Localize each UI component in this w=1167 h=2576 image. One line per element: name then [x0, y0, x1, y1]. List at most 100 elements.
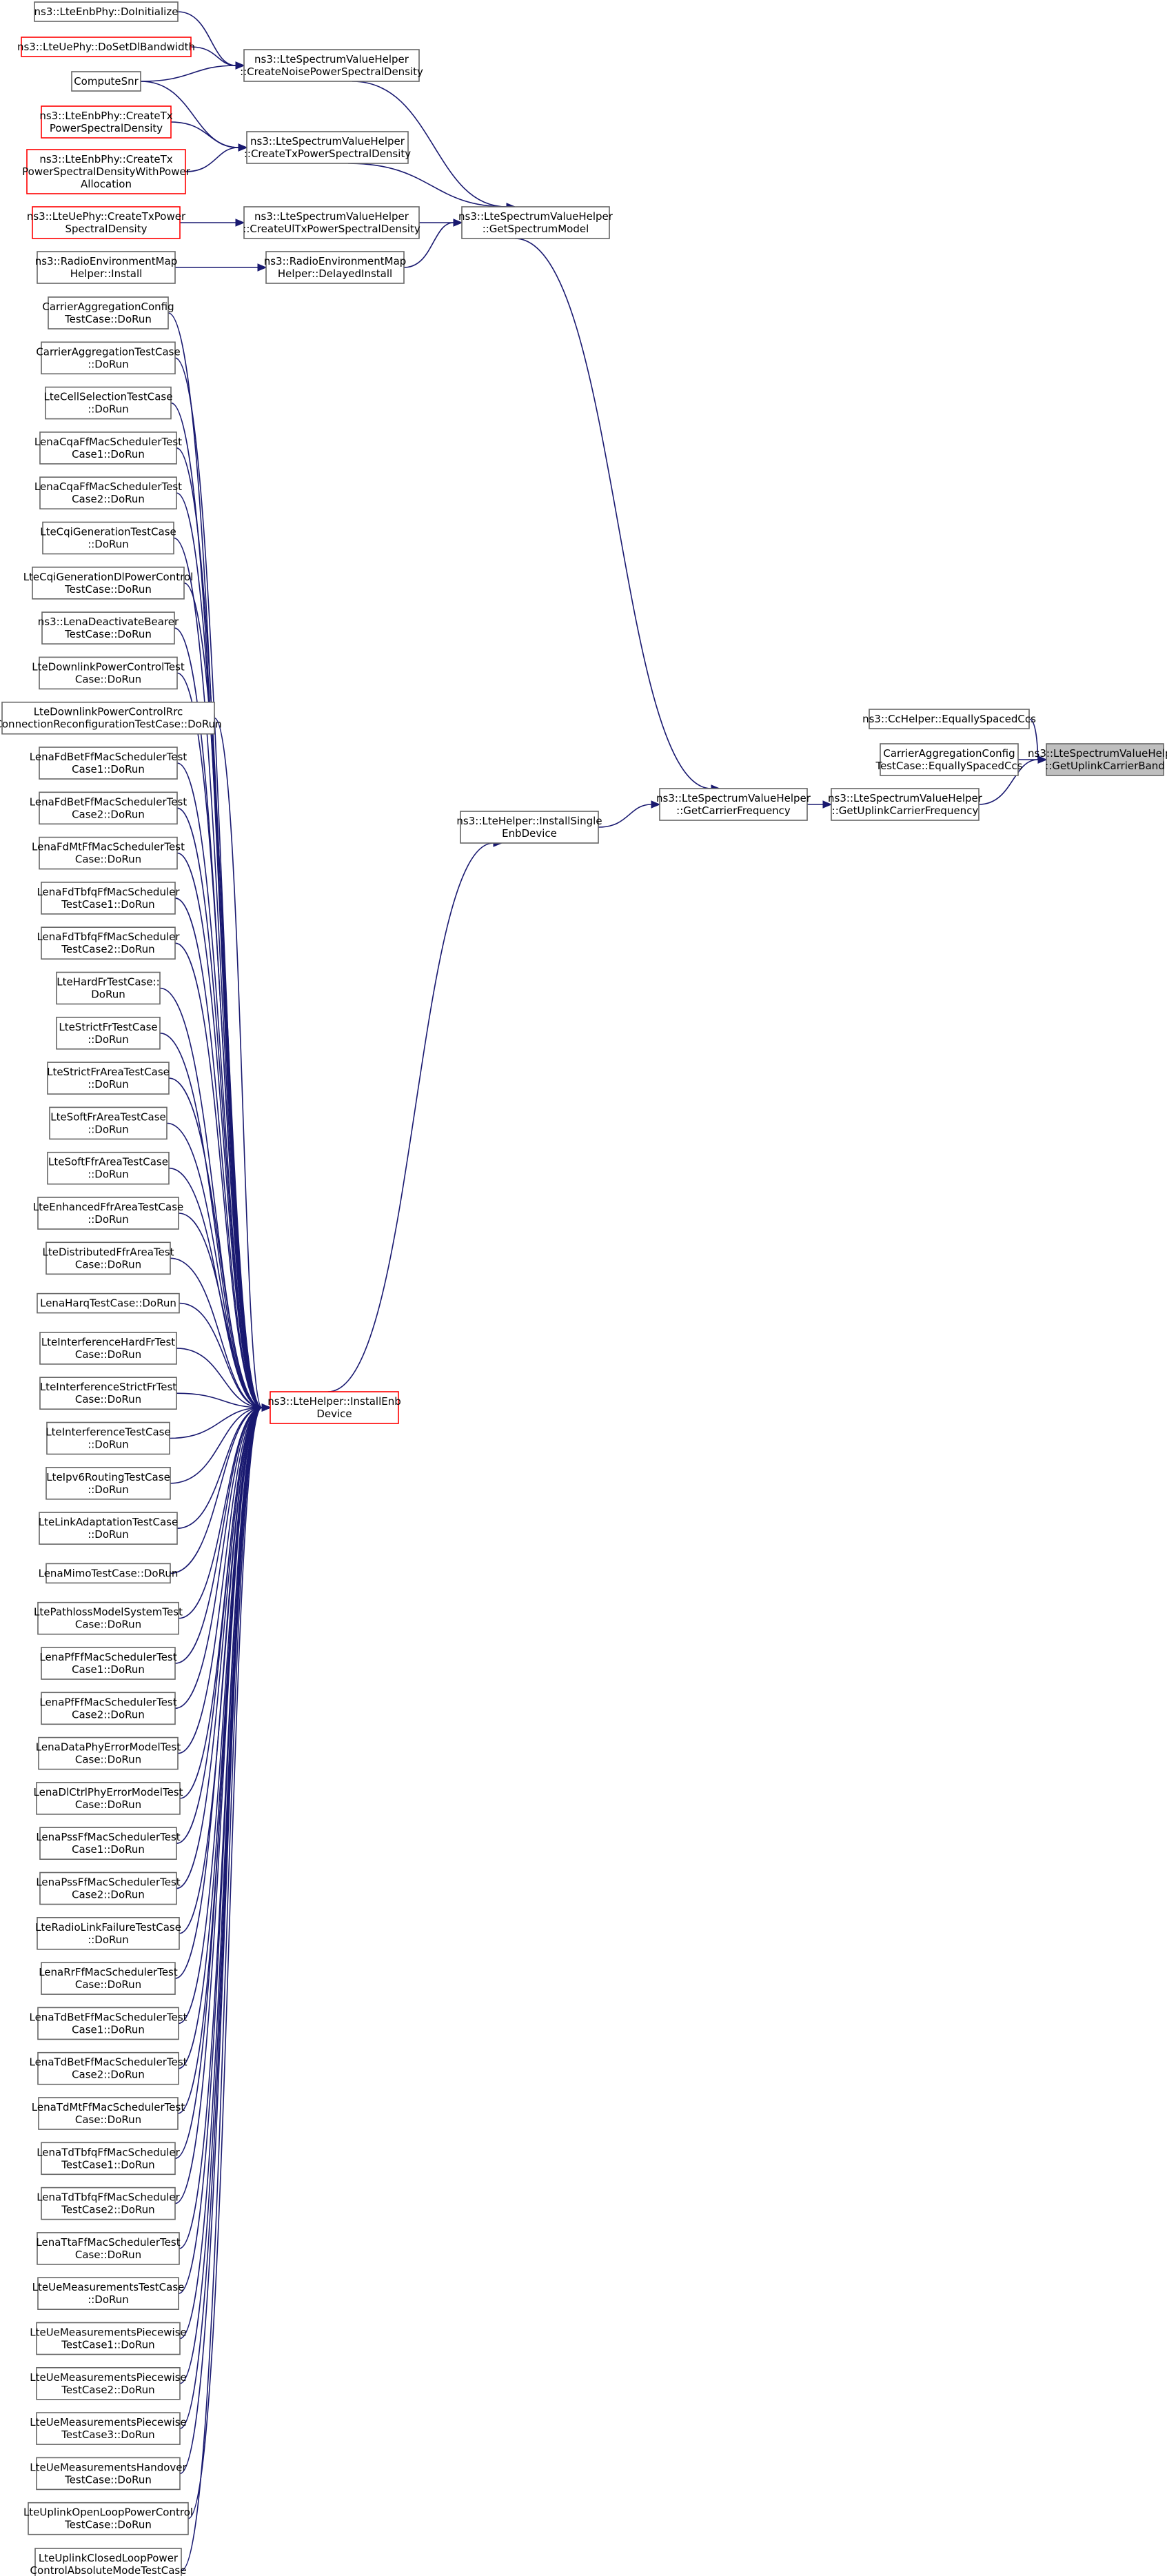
node-t20[interactable]: LteEnhancedFfrAreaTestCase::DoRun [33, 1197, 184, 1230]
node-label: ns3::LteSpectrumValueHelper [254, 53, 409, 65]
node-label: DoRun [91, 988, 125, 1001]
node-ccEqual[interactable]: ns3::CcHelper::EquallySpacedCcs [862, 709, 1036, 729]
node-t18[interactable]: LteSoftFrAreaTestCase::DoRun [49, 1106, 168, 1140]
node-t49[interactable]: LteUplinkOpenLoopPowerControlTestCase::D… [23, 2502, 193, 2535]
node-enbCreateTx[interactable]: ns3::LteEnbPhy::CreateTxPowerSpectralDen… [39, 105, 173, 139]
node-getSpectrum[interactable]: ns3::LteSpectrumValueHelper::GetSpectrum… [458, 206, 613, 239]
node-label: LenaPssFfMacSchedulerTest [36, 1876, 180, 1889]
node-box [39, 476, 177, 510]
node-enbCreateTxAlloc[interactable]: ns3::LteEnbPhy::CreateTxPowerSpectralDen… [22, 149, 191, 194]
node-t2[interactable]: LteCellSelectionTestCase::DoRun [44, 386, 173, 420]
node-t47[interactable]: LteUeMeasurementsPiecewiseTestCase3::DoR… [30, 2412, 187, 2445]
node-remDelayed[interactable]: ns3::RadioEnvironmentMapHelper::DelayedI… [264, 251, 407, 284]
node-t26[interactable]: LteIpv6RoutingTestCase::DoRun [45, 1467, 171, 1500]
node-t9[interactable]: LteDownlinkPowerControlRrcConnectionReco… [0, 701, 222, 735]
node-box [45, 1563, 171, 1584]
node-box [41, 2142, 176, 2176]
edge-arrowhead [822, 800, 833, 809]
node-box [34, 1, 179, 22]
node-computeSnr[interactable]: ComputeSnr [71, 71, 141, 92]
node-box [38, 2097, 179, 2130]
node-enbInit[interactable]: ns3::LteEnbPhy::DoInitialize [34, 1, 179, 22]
node-box [37, 2007, 179, 2040]
node-t5[interactable]: LteCqiGenerationTestCase::DoRun [40, 521, 176, 555]
node-t22[interactable]: LenaHarqTestCase::DoRun [37, 1292, 180, 1314]
node-t46[interactable]: LteUeMeasurementsPiecewiseTestCase2::DoR… [30, 2367, 187, 2400]
node-t1[interactable]: CarrierAggregationTestCase::DoRun [36, 341, 181, 375]
node-label: Case2::DoRun [72, 2069, 145, 2081]
node-box [39, 747, 178, 780]
node-t28[interactable]: LenaMimoTestCase::DoRun [39, 1563, 179, 1584]
edge-t11-to-installEnb [176, 807, 272, 1412]
node-t15[interactable]: LteHardFrTestCase::DoRun [56, 971, 161, 1005]
node-label: TestCase2::DoRun [61, 2384, 154, 2396]
edge-arrowhead [651, 800, 661, 809]
node-ueCreateTx[interactable]: ns3::LteUePhy::CreateTxPowerSpectralDens… [27, 206, 186, 239]
node-t25[interactable]: LteInterferenceTestCase::DoRun [45, 1421, 171, 1455]
node-label: LteEnhancedFfrAreaTestCase [33, 1201, 184, 1213]
node-label: LenaHarqTestCase::DoRun [40, 1297, 176, 1310]
node-box [45, 386, 172, 420]
node-createNoise[interactable]: ns3::LteSpectrumValueHelper::CreateNoise… [240, 49, 423, 82]
node-box [270, 1391, 399, 1424]
node-t50[interactable]: LteUplinkClosedLoopPowerControlAbsoluteM… [30, 2548, 187, 2576]
node-createUlTx[interactable]: ns3::LteSpectrumValueHelper::CreateUlTxP… [243, 206, 420, 239]
node-label: ns3::LteEnbPhy::CreateTx [39, 110, 172, 122]
node-t6[interactable]: LteCqiGenerationDlPowerControlTestCase::… [23, 566, 194, 600]
node-t19[interactable]: LteSoftFfrAreaTestCase::DoRun [47, 1151, 170, 1185]
node-t27[interactable]: LteLinkAdaptationTestCase::DoRun [39, 1512, 178, 1545]
node-label: LenaPfFfMacSchedulerTest [39, 1651, 176, 1663]
node-label: ::DoRun [88, 1123, 129, 1135]
node-getCarrierFreq[interactable]: ns3::LteSpectrumValueHelper::GetCarrierF… [656, 788, 811, 821]
node-target[interactable]: ns3::LteSpectrumValueHelper::GetUplinkCa… [1028, 743, 1167, 776]
node-createTx[interactable]: ns3::LteSpectrumValueHelper::CreateTxPow… [244, 131, 411, 164]
node-box [243, 206, 420, 239]
node-label: Allocation [81, 178, 132, 190]
node-t45[interactable]: LteUeMeasurementsPiecewiseTestCase1::DoR… [30, 2322, 187, 2355]
node-label: LteHardFrTestCase:: [57, 976, 159, 988]
node-label: CarrierAggregationConfig [42, 301, 174, 313]
node-t17[interactable]: LteStrictFrAreaTestCase::DoRun [47, 1062, 170, 1095]
node-getUlCarrierFreq[interactable]: ns3::LteSpectrumValueHelper::GetUplinkCa… [828, 788, 983, 821]
node-box [37, 2232, 180, 2265]
node-t36[interactable]: LteRadioLinkFailureTestCase::DoRun [35, 1917, 181, 1950]
node-label: LteUeMeasurementsPiecewise [30, 2416, 187, 2428]
node-label: ns3::RadioEnvironmentMap [264, 255, 407, 267]
node-t44[interactable]: LteUeMeasurementsTestCase::DoRun [32, 2277, 185, 2310]
node-caEqual[interactable]: CarrierAggregationConfigTestCase::Equall… [875, 743, 1023, 776]
node-t16[interactable]: LteStrictFrTestCase::DoRun [56, 1017, 161, 1050]
node-box [39, 1512, 178, 1545]
node-ueSetDl[interactable]: ns3::LteUePhy::DoSetDlBandwidth [17, 37, 195, 57]
